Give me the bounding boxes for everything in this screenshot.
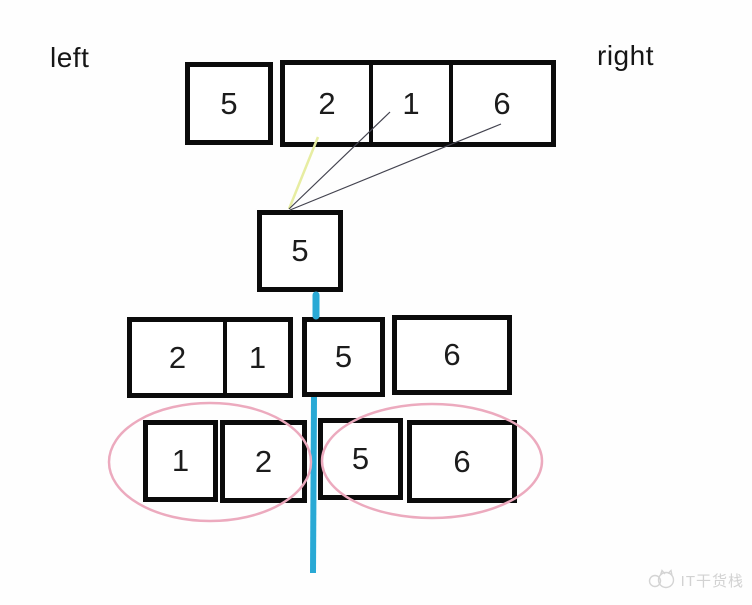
bottom-row-box-2-value: 2 bbox=[254, 443, 273, 479]
watermark: IT干货栈 bbox=[646, 568, 744, 592]
bottom-row-box-5: 5 bbox=[318, 418, 403, 500]
top-row-cell-2: 2 bbox=[318, 85, 336, 121]
middle-row-box-6-value: 6 bbox=[443, 337, 461, 372]
middle-row-pair-group: 2 1 bbox=[127, 317, 293, 398]
bottom-row-box-2: 2 bbox=[220, 420, 307, 503]
bottom-row-box-1-value: 1 bbox=[171, 443, 190, 478]
top-row-box-5: 5 bbox=[185, 62, 273, 145]
watermark-logo-icon bbox=[648, 569, 674, 589]
left-label: left bbox=[50, 42, 90, 73]
middle-row-cell-2: 2 bbox=[168, 339, 187, 375]
middle-row-box-5: 5 bbox=[302, 317, 385, 397]
right-label: right bbox=[597, 40, 654, 71]
bottom-row-box-6-value: 6 bbox=[453, 443, 471, 479]
divider-line-lower-segment bbox=[310, 396, 317, 574]
top-row-cell-6: 6 bbox=[449, 65, 551, 142]
middle-row-cell-1: 1 bbox=[223, 322, 288, 393]
watermark-text: IT干货栈 bbox=[680, 572, 744, 590]
middle-row-box-5-value: 5 bbox=[334, 339, 353, 374]
pivot-box: 5 bbox=[257, 210, 343, 292]
middle-row-box-6: 6 bbox=[392, 315, 512, 395]
top-row-group: 2 1 6 bbox=[280, 60, 556, 147]
bottom-row-box-1: 1 bbox=[143, 420, 218, 502]
bottom-row-box-5-value: 5 bbox=[351, 441, 370, 476]
pointer-line-from-cell-2 bbox=[287, 136, 320, 210]
pivot-box-value: 5 bbox=[291, 233, 309, 268]
top-row-cell-1: 1 bbox=[369, 65, 449, 142]
bottom-row-box-6: 6 bbox=[407, 420, 517, 503]
top-row-box-5-value: 5 bbox=[220, 85, 238, 121]
